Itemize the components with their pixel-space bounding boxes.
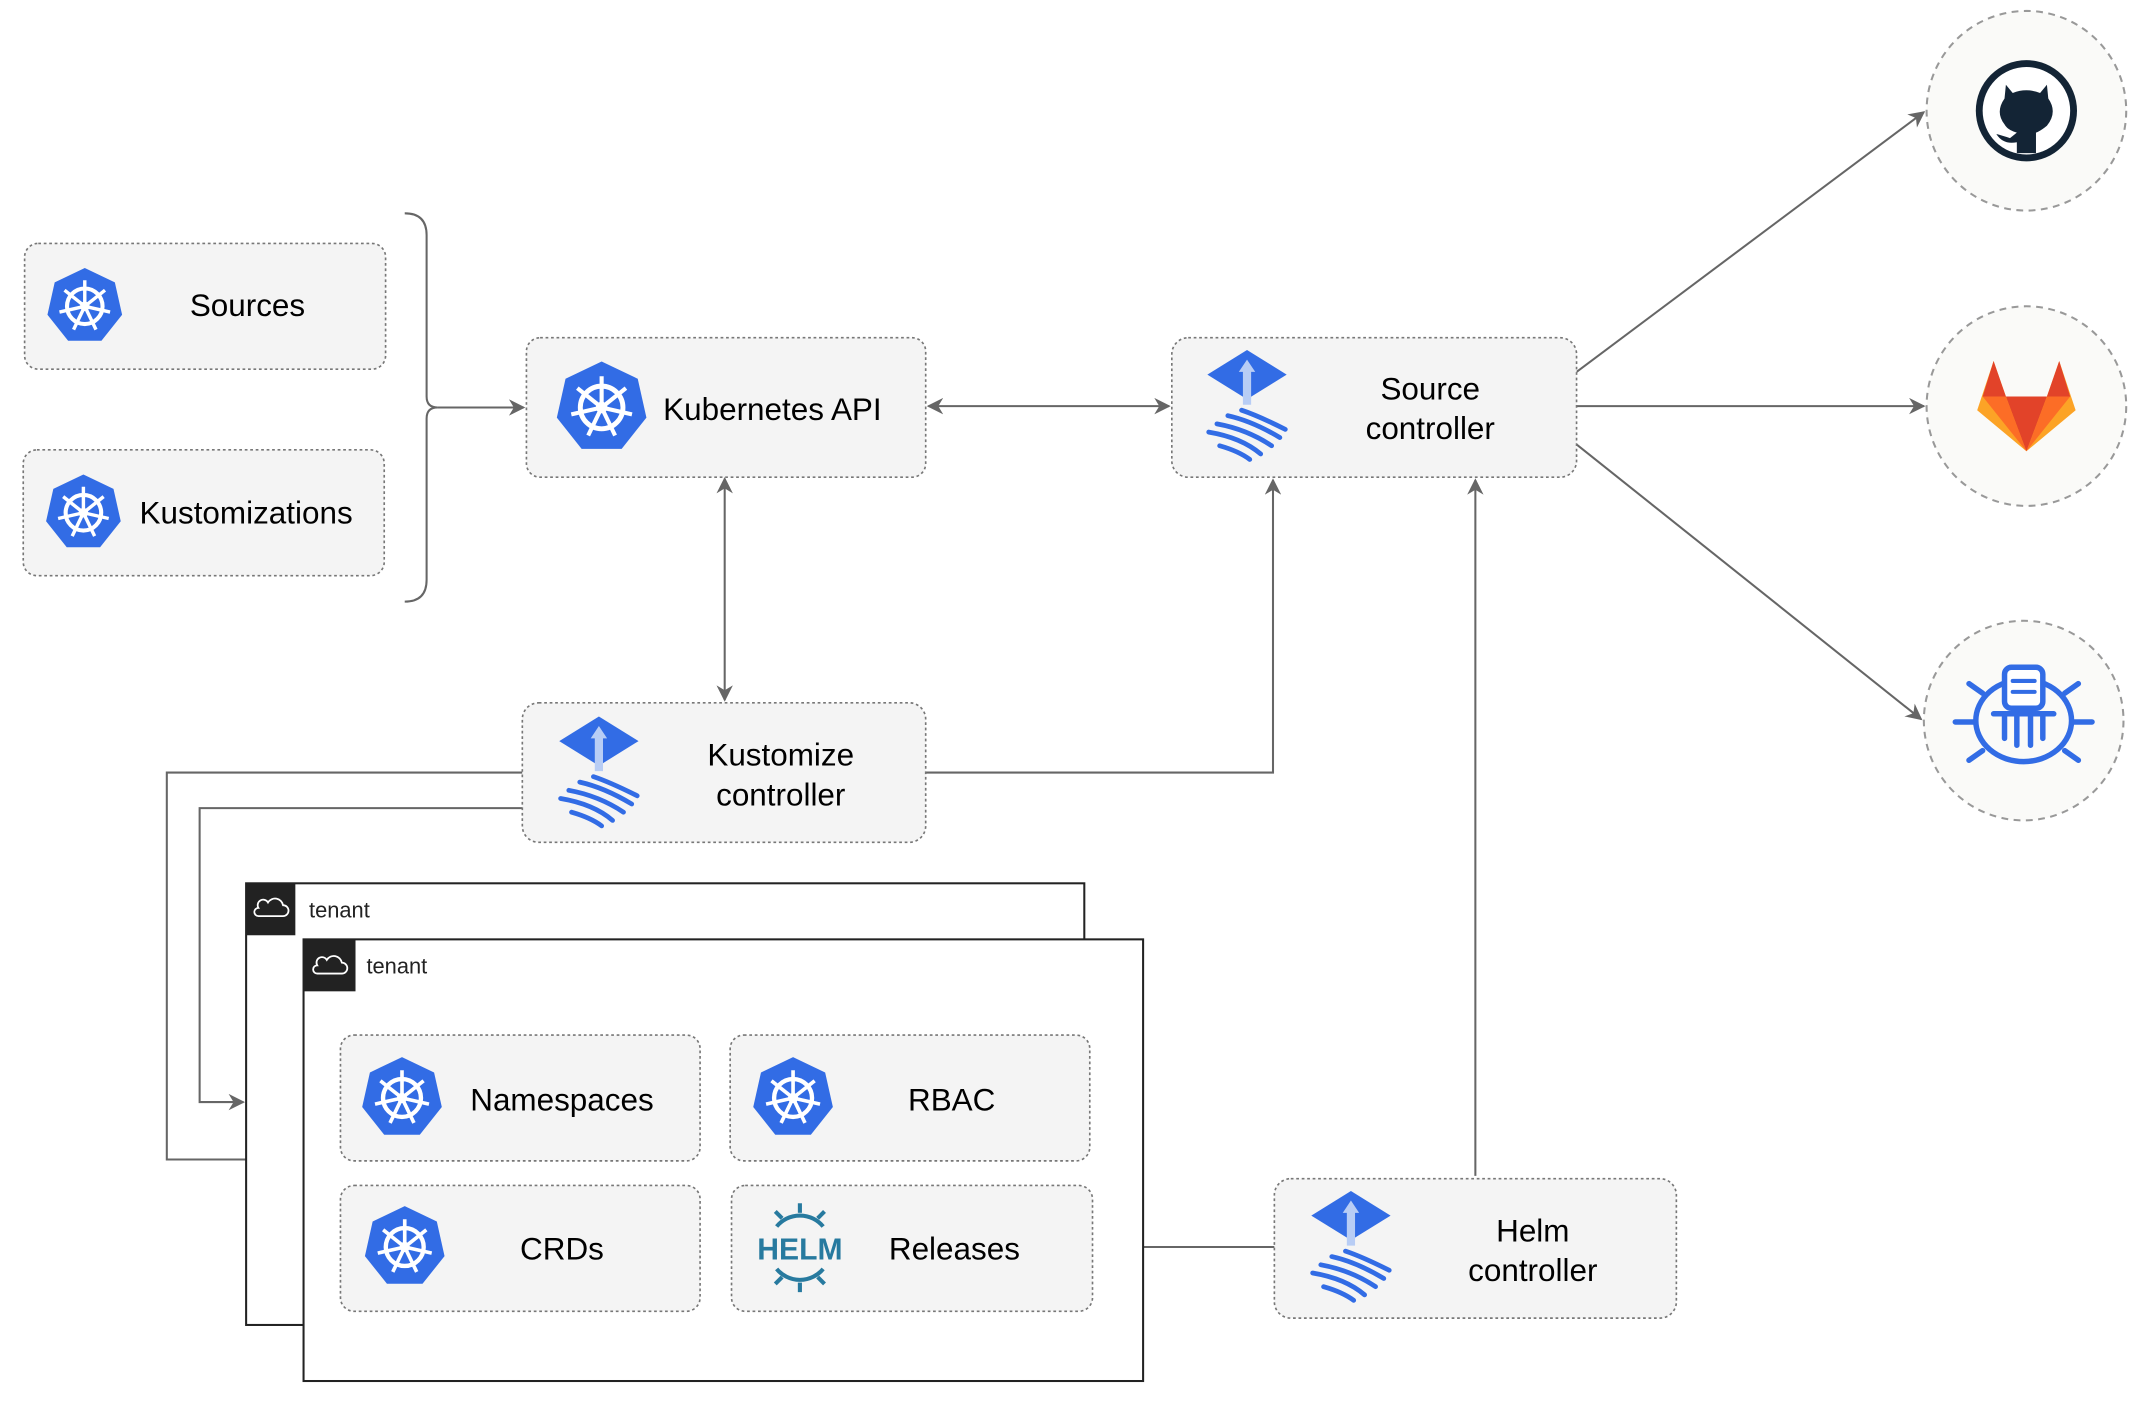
crds-node[interactable]: CRDs (339, 1184, 701, 1313)
releases-label: Releases (889, 1231, 1020, 1266)
sources-brace (404, 212, 438, 603)
crds-label: CRDs (520, 1231, 604, 1266)
releases-node[interactable]: HELM Releases (730, 1184, 1094, 1313)
tenant-label: tenant (309, 897, 370, 922)
github-source[interactable] (1925, 9, 2128, 212)
cloud-icon (312, 955, 349, 975)
bucket-source[interactable] (1922, 619, 2125, 822)
sources-node[interactable]: Sources (23, 242, 387, 371)
namespaces-label: Namespaces (470, 1082, 653, 1117)
kustomizations-node[interactable]: Kustomizations (22, 449, 386, 577)
bucket-icon (1952, 664, 2095, 765)
kustomizations-label: Kustomizations (140, 496, 353, 531)
rbac-node[interactable]: RBAC (729, 1034, 1091, 1162)
namespaces-node[interactable]: Namespaces (339, 1034, 701, 1162)
source-controller-node[interactable]: Source controller (1170, 336, 1578, 479)
sources-label: Sources (190, 288, 305, 323)
helm-controller-label-2: controller (1468, 1253, 1597, 1288)
source-controller-label-2: controller (1366, 411, 1495, 446)
helm-icon: HELM (757, 1203, 843, 1293)
kustomize-controller-label-2: controller (716, 777, 845, 812)
edge-kustomize-to-tenant-back (198, 807, 523, 1111)
rbac-label: RBAC (908, 1082, 995, 1117)
cloud-icon (253, 897, 290, 918)
edge-kustomize-to-tenant-front (165, 771, 523, 1168)
helm-controller-node[interactable]: Helm controller (1273, 1177, 1678, 1319)
source-controller-label-1: Source (1380, 371, 1480, 406)
kubernetes-api-node[interactable]: Kubernetes API (525, 336, 927, 479)
svg-text:HELM: HELM (757, 1233, 842, 1266)
kustomize-controller-label-1: Kustomize (707, 738, 854, 773)
tenant-label: tenant (366, 954, 427, 979)
edge-source-to-github (1575, 111, 1926, 373)
kubernetes-api-label: Kubernetes API (663, 392, 881, 427)
helm-controller-label-1: Helm (1496, 1214, 1569, 1249)
github-icon (1975, 60, 2077, 162)
cloud-icon-bg (303, 939, 356, 992)
kustomize-controller-node[interactable]: Kustomize controller (521, 701, 927, 844)
edge-kustomize-to-source (925, 478, 1282, 774)
gitlab-source[interactable] (1925, 305, 2128, 507)
gitlab-icon (1977, 360, 2076, 452)
edge-source-to-bucket (1575, 443, 1923, 721)
